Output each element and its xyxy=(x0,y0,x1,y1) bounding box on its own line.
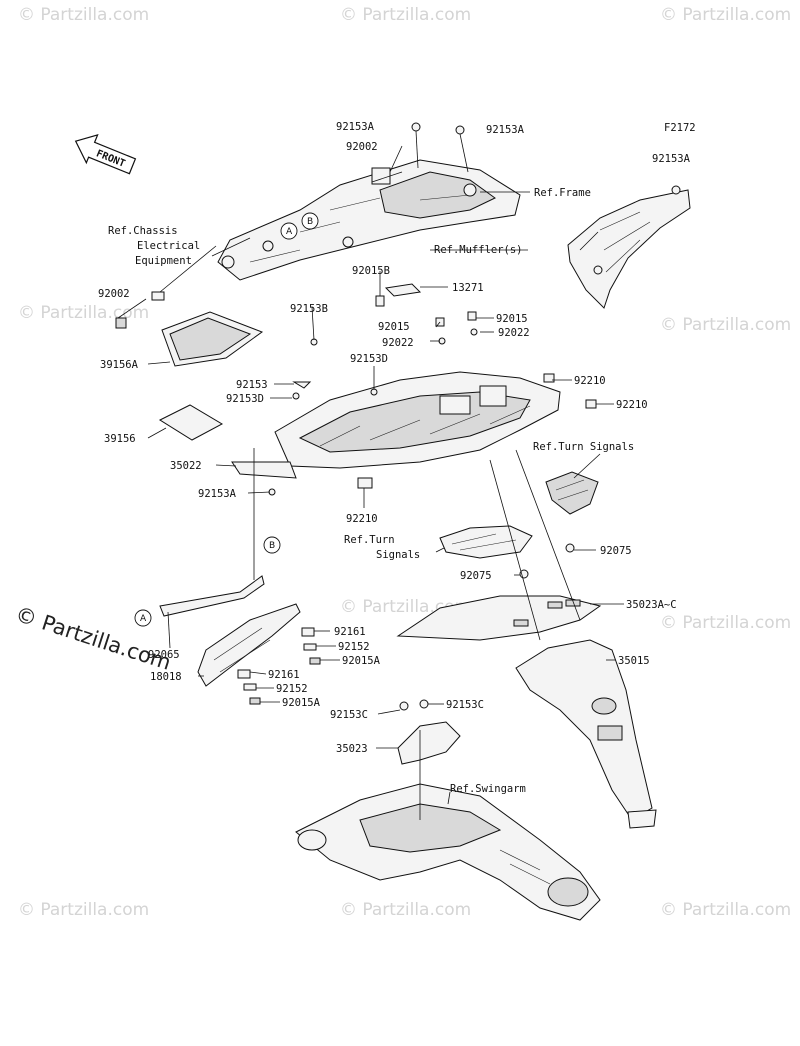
callout-b-label: B xyxy=(307,217,313,227)
label-92210: 92210 xyxy=(346,513,378,525)
mat-39156A xyxy=(161,311,264,367)
label-92002: 92002 xyxy=(98,288,130,300)
watermark: © Partzilla.com xyxy=(18,303,149,323)
watermark: © Partzilla.com xyxy=(340,900,471,920)
turn-signal-left xyxy=(439,525,533,559)
label-ref-chassis: Electrical xyxy=(137,240,200,252)
label-92153: 92153 xyxy=(236,379,268,391)
label-35015: 35015 xyxy=(618,655,650,667)
label-92210: 92210 xyxy=(616,399,648,411)
label-92152: 92152 xyxy=(338,641,370,653)
watermark: © Partzilla.com xyxy=(18,5,149,25)
label-92153A: 92153A xyxy=(336,121,375,133)
label-92015: 92015 xyxy=(496,313,528,325)
callout-a xyxy=(280,222,298,240)
label-92002: 92002 xyxy=(346,141,378,153)
watermark-large: © Partzilla.com xyxy=(12,602,174,675)
label-92015: 92015 xyxy=(378,321,410,333)
bracket-and-cover xyxy=(159,575,301,687)
muffler xyxy=(567,189,691,309)
figure-code: F2172 xyxy=(664,122,696,134)
label-92065: 92065 xyxy=(148,649,180,661)
callout-b-lower xyxy=(263,536,281,554)
callout-a-lower-label: A xyxy=(140,614,147,624)
front-arrow-icon: FRONT xyxy=(74,134,137,175)
turn-signal-right xyxy=(545,471,599,515)
callout-b-lower-label: B xyxy=(269,541,275,551)
label-92153C: 92153C xyxy=(330,709,368,721)
label-92015A: 92015A xyxy=(282,697,321,709)
label-35022: 35022 xyxy=(170,460,202,472)
label-ref-chassis: Equipment xyxy=(135,255,192,267)
chain-cover-35023 xyxy=(397,721,461,765)
label-ref-turn-signals: Signals xyxy=(376,549,420,561)
label-92075: 92075 xyxy=(460,570,492,582)
label-92152: 92152 xyxy=(276,683,308,695)
label-92153D: 92153D xyxy=(350,353,388,365)
label-92153D: 92153D xyxy=(226,393,264,405)
rear-fender-inner xyxy=(231,371,561,479)
swingarm xyxy=(295,783,601,921)
watermark: © Partzilla.com xyxy=(660,900,791,920)
label-35023A-C: 35023A~C xyxy=(626,599,677,611)
label-18018: 18018 xyxy=(150,671,182,683)
callout-a-lower xyxy=(134,609,152,627)
label-39156: 39156 xyxy=(104,433,136,445)
label-92153B: 92153B xyxy=(290,303,328,315)
label-92153A: 92153A xyxy=(486,124,525,136)
label-92022: 92022 xyxy=(382,337,414,349)
label-92153C: 92153C xyxy=(446,699,484,711)
label-92153A: 92153A xyxy=(652,153,691,165)
label-92161: 92161 xyxy=(334,626,366,638)
watermark: © Partzilla.com xyxy=(660,315,791,335)
callout-a-label: A xyxy=(286,227,293,237)
label-35023: 35023 xyxy=(336,743,368,755)
watermark: © Partzilla.com xyxy=(660,613,791,633)
watermark: © Partzilla.com xyxy=(340,5,471,25)
callout-b xyxy=(301,212,319,230)
label-ref-chassis: Ref.Chassis xyxy=(108,225,178,237)
watermark: © Partzilla.com xyxy=(660,5,791,25)
label-92015A: 92015A xyxy=(342,655,381,667)
watermark: © Partzilla.com xyxy=(18,900,149,920)
label-ref-turn-signals: Ref.Turn xyxy=(344,534,395,546)
label-ref-swingarm: Ref.Swingarm xyxy=(450,783,526,795)
frame-assembly xyxy=(217,159,521,281)
label-39156A: 39156A xyxy=(100,359,139,371)
label-13271: 13271 xyxy=(452,282,484,294)
callouts: A B B A xyxy=(134,212,319,627)
label-ref-muffler: Ref.Muffler(s) xyxy=(434,244,523,256)
label-92075: 92075 xyxy=(600,545,632,557)
label-92153A: 92153A xyxy=(198,488,237,500)
label-ref-turn-signals: Ref.Turn Signals xyxy=(533,441,634,453)
label-92161: 92161 xyxy=(268,669,300,681)
label-ref-frame: Ref.Frame xyxy=(534,187,591,199)
leader-lines xyxy=(117,145,624,820)
label-92210: 92210 xyxy=(574,375,606,387)
flap-35023A-C xyxy=(396,595,602,641)
label-92022: 92022 xyxy=(498,327,530,339)
label-92015B: 92015B xyxy=(352,265,390,277)
part-labels: 92153A 92153A 92002 92153A Ref.Frame Ref… xyxy=(98,121,691,795)
pad-39156 xyxy=(158,404,224,441)
rear-fender-35015 xyxy=(515,639,657,829)
